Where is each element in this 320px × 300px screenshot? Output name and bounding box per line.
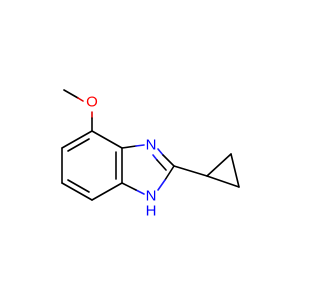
bond-c7a-n3-hetero [135, 144, 145, 147]
n-imine-label: N [146, 137, 157, 154]
n-amine-label: N [146, 188, 157, 205]
bond-n3-c2 [162, 154, 175, 167]
bond-n1-c3a-hetero [135, 189, 145, 195]
bond-n3-c2-double [156, 159, 167, 171]
bond-c7a-n3 [121, 145, 137, 149]
bond-c2-n1-hetero [157, 179, 166, 191]
ring-bond-3 [61, 182, 93, 201]
cyclopropyl-bond-3 [206, 175, 240, 188]
bond-methyl-o [63, 89, 79, 99]
n-amine-h-label: H [146, 203, 157, 220]
bond-c2-cyclopropyl [173, 165, 208, 177]
bond-n3-c2-double-hetero [152, 154, 158, 161]
ring-bond-4 [91, 182, 123, 201]
bond-methyl-o-hetero [77, 97, 84, 102]
ring-bond-1 [61, 130, 93, 149]
cyclopropyl-bond-2 [230, 153, 240, 188]
ring-bond-6 [91, 130, 123, 149]
bond-n1-c3a [121, 182, 137, 191]
cyclopropyl-bond-1 [206, 153, 232, 177]
ring-double-inner-1 [67, 138, 90, 152]
bond-n3-c2-hetero [157, 148, 164, 156]
ring-double-inner-2 [67, 179, 90, 193]
bond-c2-n1 [164, 165, 175, 181]
structure-diagram: O N N H [61, 89, 240, 220]
oxygen-label: O [86, 94, 98, 111]
